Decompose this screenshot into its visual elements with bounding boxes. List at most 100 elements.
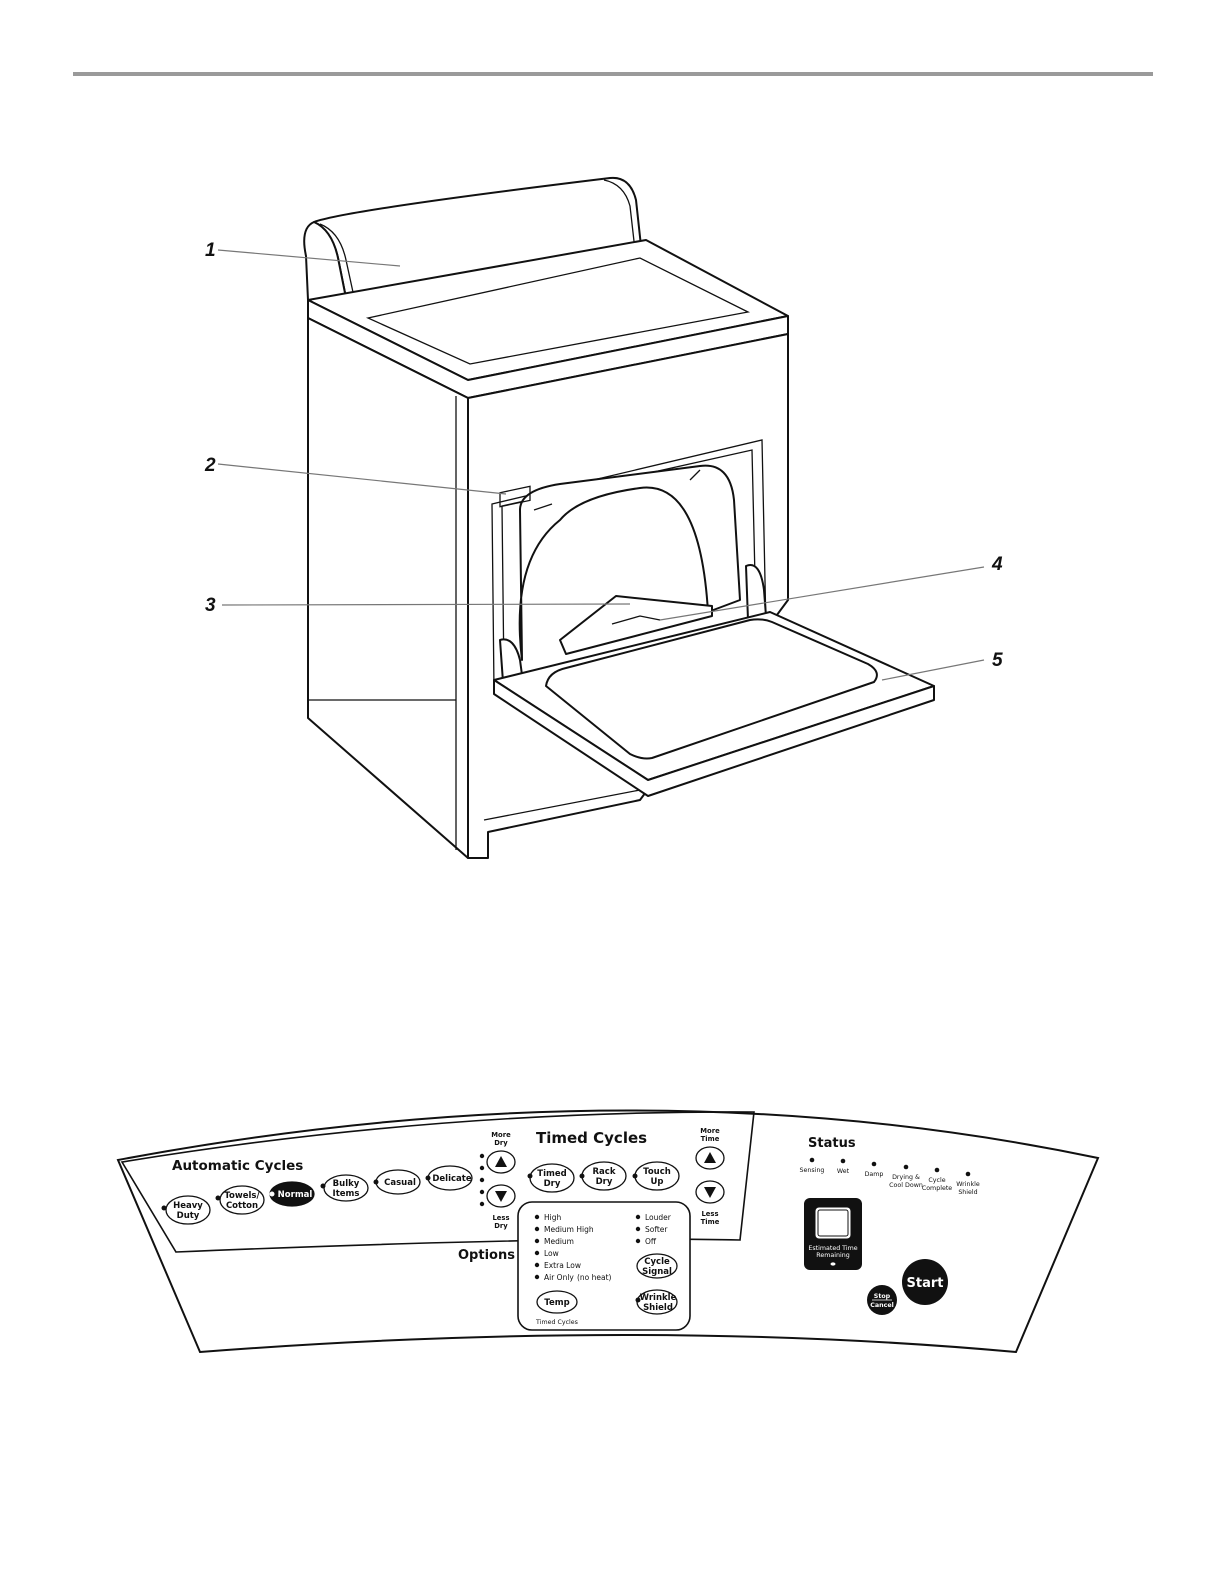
svg-text:Items: Items — [333, 1189, 360, 1199]
more-time-button[interactable] — [695, 1146, 725, 1170]
temperature-list: High Medium High Medium Low Extra Low Ai… — [534, 1213, 612, 1282]
status-title: Status — [808, 1136, 856, 1151]
time-display: Estimated Time Remaining — [804, 1198, 862, 1270]
signal-level-list: Louder Softer Off — [635, 1213, 672, 1246]
up-arrow-icon — [704, 1152, 716, 1163]
leader-2 — [217, 463, 507, 495]
drum — [518, 464, 741, 661]
signal-louder: Louder — [645, 1213, 672, 1222]
less-dry-label-2: Dry — [494, 1222, 508, 1230]
leader-3 — [221, 603, 631, 606]
down-arrow-icon — [704, 1187, 716, 1198]
svg-text:Rack: Rack — [593, 1167, 616, 1177]
door-inner-panel — [545, 618, 878, 760]
less-time-label-2: Time — [701, 1218, 720, 1226]
display-label-1: Estimated Time — [808, 1245, 857, 1252]
svg-text:Cotton: Cotton — [226, 1201, 258, 1211]
temp-medium-high: Medium High — [544, 1225, 594, 1234]
cycle-button-heavy-duty[interactable]: Heavy Duty — [161, 1195, 211, 1225]
status-wet: Wet — [837, 1158, 850, 1175]
svg-text:Wet: Wet — [837, 1168, 850, 1175]
leader-1 — [217, 249, 401, 267]
less-time-button[interactable] — [695, 1180, 725, 1204]
svg-text:Touch: Touch — [643, 1167, 671, 1177]
status-drying-cool-down: Drying & Cool Down — [889, 1164, 923, 1189]
svg-text:Wrinkle: Wrinkle — [956, 1181, 980, 1188]
svg-text:Shield: Shield — [643, 1303, 673, 1313]
svg-text:Cool Down: Cool Down — [889, 1182, 923, 1189]
cycle-signal-button[interactable]: Cycle Signal — [636, 1253, 678, 1279]
timed-cycles-title: Timed Cycles — [536, 1129, 647, 1147]
cycles-insert — [120, 1111, 755, 1253]
more-dry-label-2: Dry — [494, 1139, 508, 1147]
cycle-button-towels-cotton[interactable]: Towels/ Cotton — [215, 1185, 265, 1215]
temp-low: Low — [544, 1249, 559, 1258]
svg-text:Timed: Timed — [537, 1169, 566, 1179]
leader-4 — [659, 566, 985, 621]
dryness-level-indicators — [479, 1153, 485, 1207]
display-label-2: Remaining — [816, 1252, 849, 1259]
callout-1: 1 — [205, 240, 216, 261]
callout-2: 2 — [204, 455, 216, 476]
svg-text:Temp: Temp — [544, 1298, 569, 1308]
svg-text:Damp: Damp — [865, 1171, 884, 1178]
more-dry-button[interactable] — [486, 1150, 516, 1174]
more-time-label-2: Time — [701, 1135, 720, 1143]
cycle-button-delicate[interactable]: Delicate — [425, 1165, 473, 1191]
options-title: Options — [458, 1248, 515, 1263]
signal-off: Off — [645, 1237, 657, 1246]
stop-cancel-button[interactable]: Stop Cancel — [867, 1285, 897, 1315]
timed-button-timed-dry[interactable]: Timed Dry — [527, 1163, 575, 1193]
timed-button-touch-up[interactable]: Touch Up — [632, 1161, 680, 1191]
temp-air-only: Air Only — [544, 1273, 574, 1282]
less-dry-label-1: Less — [492, 1214, 509, 1222]
temp-extra-low: Extra Low — [544, 1261, 581, 1270]
status-damp: Damp — [865, 1161, 884, 1178]
svg-text:Towels/: Towels/ — [224, 1191, 260, 1201]
temp-button[interactable]: Temp — [536, 1290, 578, 1314]
automatic-cycles-title: Automatic Cycles — [172, 1158, 303, 1174]
start-button[interactable]: Start — [902, 1259, 948, 1305]
cycle-button-normal[interactable]: Normal — [269, 1181, 315, 1207]
less-time-label-1: Less — [701, 1210, 718, 1218]
more-time-label-1: More — [700, 1127, 720, 1135]
cycle-button-casual[interactable]: Casual — [373, 1169, 421, 1195]
svg-text:Cycle: Cycle — [644, 1257, 670, 1267]
svg-text:Dry: Dry — [544, 1179, 561, 1189]
svg-text:Signal: Signal — [642, 1267, 672, 1277]
svg-text:Wrinkle: Wrinkle — [640, 1293, 677, 1303]
callout-3: 3 — [205, 595, 216, 616]
svg-text:Dry: Dry — [596, 1177, 613, 1187]
up-arrow-icon — [495, 1156, 507, 1167]
timed-button-rack-dry[interactable]: Rack Dry — [579, 1161, 627, 1191]
down-arrow-icon — [495, 1191, 507, 1202]
hinge-right — [745, 564, 767, 621]
temp-high: High — [544, 1213, 561, 1222]
svg-text:Bulky: Bulky — [333, 1179, 360, 1189]
status-sensing: Sensing — [800, 1157, 825, 1174]
more-dry-label-1: More — [491, 1131, 511, 1139]
svg-text:Start: Start — [907, 1276, 944, 1291]
svg-text:Normal: Normal — [278, 1190, 313, 1200]
cycle-button-bulky-items[interactable]: Bulky Items — [320, 1174, 369, 1202]
svg-text:Delicate: Delicate — [432, 1174, 471, 1184]
status-cycle-complete: Cycle Complete — [922, 1167, 952, 1192]
svg-text:Sensing: Sensing — [800, 1167, 825, 1174]
wrinkle-shield-button[interactable]: Wrinkle Shield — [635, 1289, 678, 1315]
air-only-note: (no heat) — [577, 1273, 612, 1282]
svg-text:Heavy: Heavy — [173, 1201, 203, 1211]
top-rule — [73, 72, 1153, 76]
status-wrinkle-shield: Wrinkle Shield — [956, 1171, 980, 1196]
signal-softer: Softer — [645, 1225, 668, 1234]
svg-text:Cancel: Cancel — [870, 1302, 894, 1309]
svg-text:Cycle: Cycle — [928, 1177, 945, 1184]
less-dry-button[interactable] — [486, 1184, 516, 1208]
temp-medium: Medium — [544, 1237, 574, 1246]
temp-note: Timed Cycles — [535, 1319, 578, 1326]
svg-text:Duty: Duty — [177, 1211, 200, 1221]
svg-text:Stop: Stop — [874, 1293, 891, 1300]
svg-text:Casual: Casual — [384, 1178, 416, 1188]
svg-text:Up: Up — [651, 1177, 664, 1187]
